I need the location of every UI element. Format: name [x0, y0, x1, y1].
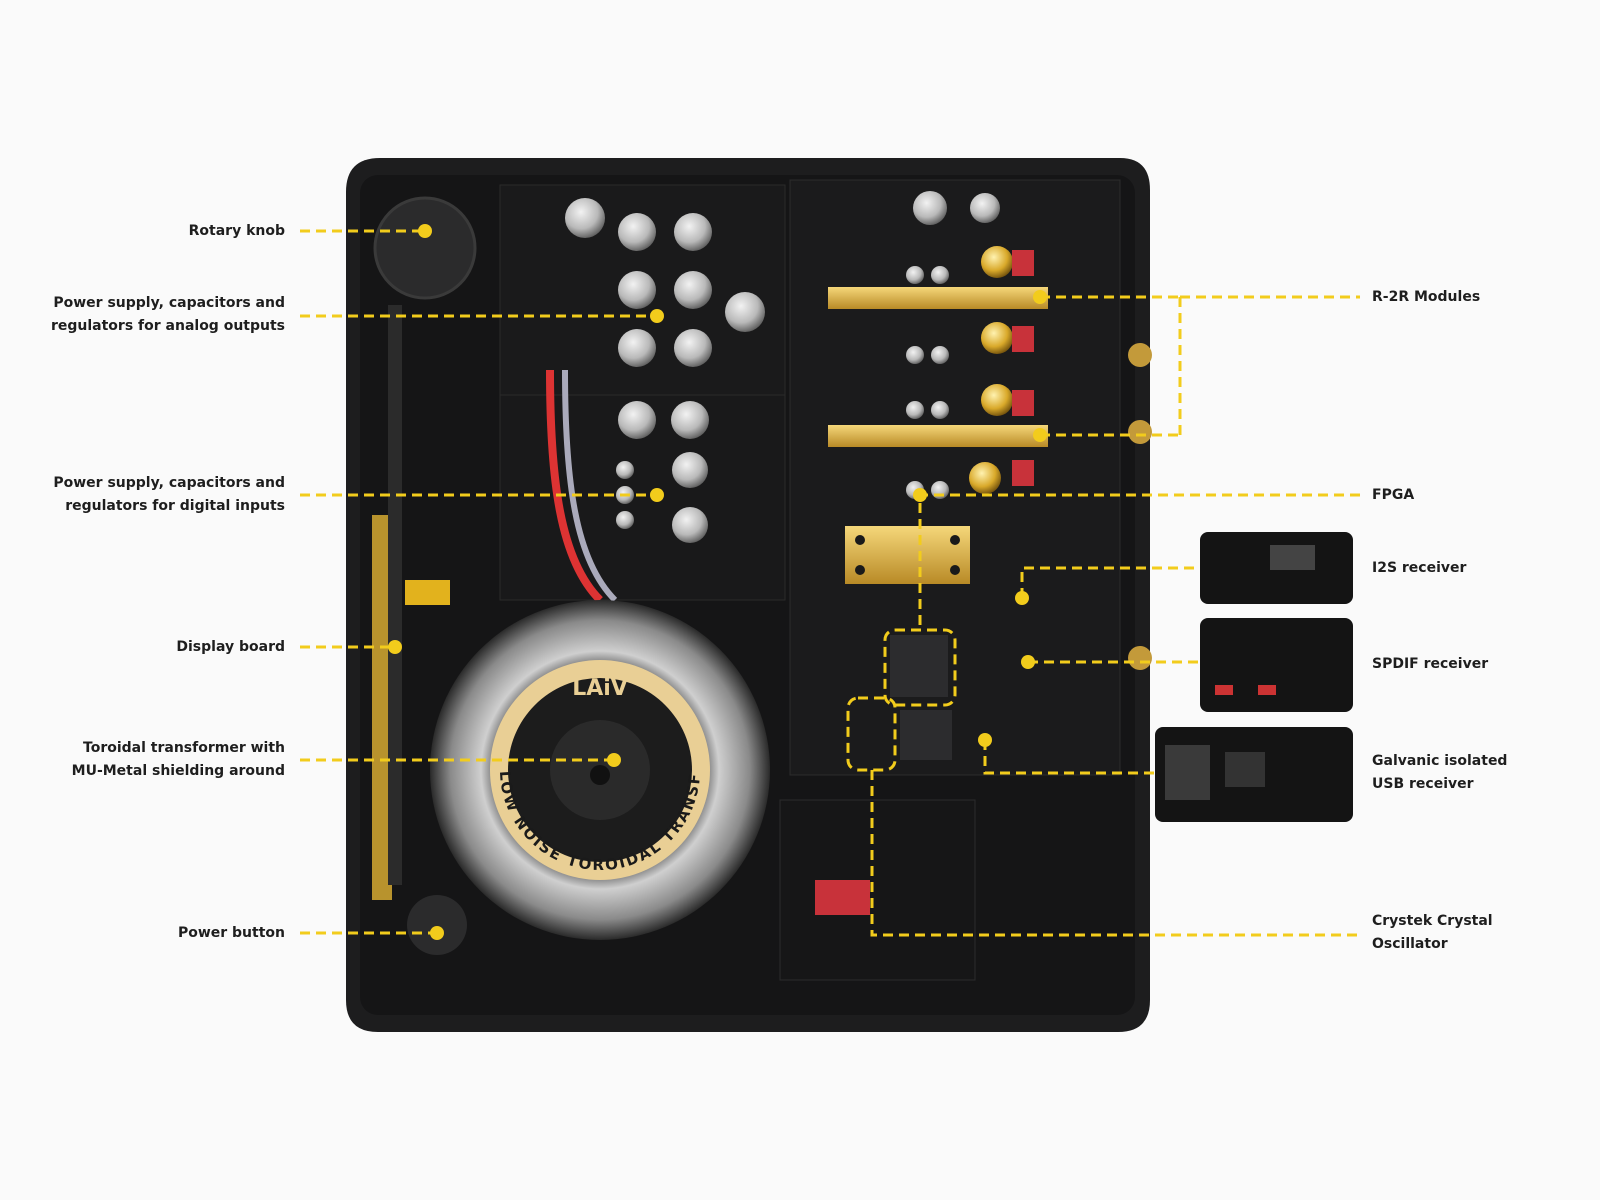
label-spdif-receiver: SPDIF receiver: [1372, 656, 1489, 672]
label-display-board: Display board: [176, 639, 285, 655]
label-fpga: FPGA: [1372, 487, 1415, 503]
label-rotary-knob: Rotary knob: [188, 223, 285, 239]
brand-logo: LAiV: [572, 676, 628, 701]
label-r2r-modules: R-2R Modules: [1372, 289, 1481, 305]
label-i2s-receiver: I2S receiver: [1372, 560, 1467, 576]
callout-dots: [388, 224, 1047, 940]
label-power-button: Power button: [177, 925, 285, 941]
inset-i2s-receiver: [1200, 532, 1353, 604]
inset-spdif-receiver: [1200, 618, 1353, 712]
callout-lines: [300, 229, 1360, 937]
inset-usb-receiver: [1155, 727, 1353, 822]
